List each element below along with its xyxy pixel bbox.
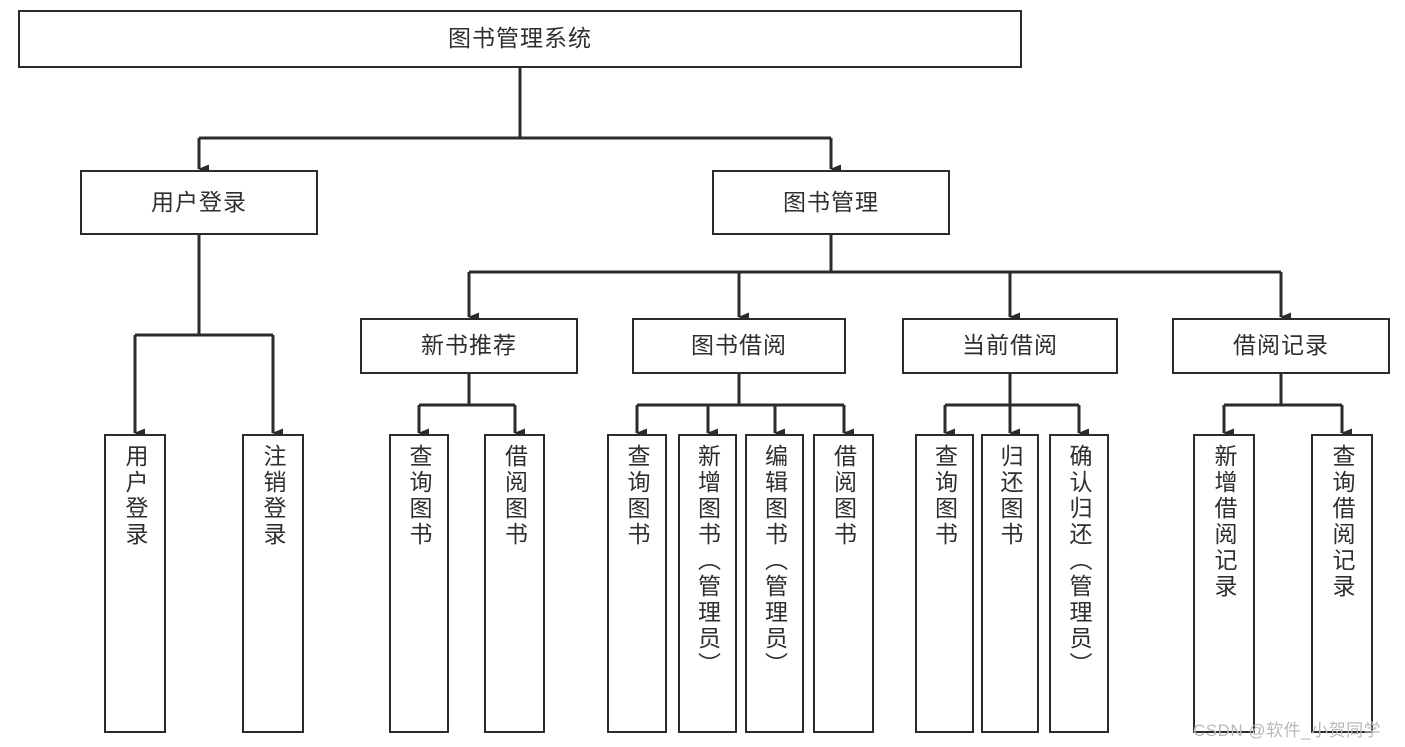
node-user-login[interactable]: 用户登录 xyxy=(80,170,318,235)
node-leaf-borrow-book-2[interactable]: 借阅图书 xyxy=(813,434,874,733)
node-label: 用户登录 xyxy=(151,188,247,215)
node-leaf-query-book-1[interactable]: 查询图书 xyxy=(389,434,449,733)
node-label: 用户登录 xyxy=(122,444,149,548)
node-label: 确认归还（管理员） xyxy=(1066,444,1093,678)
node-leaf-edit-book[interactable]: 编辑图书（管理员） xyxy=(745,434,804,733)
node-leaf-confirm-return[interactable]: 确认归还（管理员） xyxy=(1049,434,1109,733)
node-leaf-borrow-book-1[interactable]: 借阅图书 xyxy=(484,434,545,733)
node-label: 借阅图书 xyxy=(830,444,857,548)
node-label: 查询图书 xyxy=(406,444,433,548)
node-label: 查询图书 xyxy=(931,444,958,548)
node-new-book-rec[interactable]: 新书推荐 xyxy=(360,318,578,374)
node-label: 当前借阅 xyxy=(962,332,1058,359)
node-leaf-query-record[interactable]: 查询借阅记录 xyxy=(1311,434,1373,733)
node-label: 归还图书 xyxy=(997,444,1024,548)
node-leaf-logout[interactable]: 注销登录 xyxy=(242,434,304,733)
node-label: 图书借阅 xyxy=(691,332,787,359)
node-current-borrow[interactable]: 当前借阅 xyxy=(902,318,1118,374)
node-leaf-user-login[interactable]: 用户登录 xyxy=(104,434,166,733)
node-root[interactable]: 图书管理系统 xyxy=(18,10,1022,68)
node-label: 借阅图书 xyxy=(501,444,528,548)
node-leaf-query-book-3[interactable]: 查询图书 xyxy=(915,434,974,733)
node-leaf-add-record[interactable]: 新增借阅记录 xyxy=(1193,434,1255,733)
node-label: 图书管理 xyxy=(783,188,879,215)
node-label: 查询图书 xyxy=(624,444,651,548)
node-book-borrow[interactable]: 图书借阅 xyxy=(632,318,846,374)
node-leaf-add-book[interactable]: 新增图书（管理员） xyxy=(678,434,737,733)
node-label: 图书管理系统 xyxy=(448,25,592,52)
node-leaf-query-book-2[interactable]: 查询图书 xyxy=(607,434,667,733)
node-leaf-return-book[interactable]: 归还图书 xyxy=(981,434,1039,733)
csdn-watermark: CSDN @软件_小贺同学 xyxy=(1193,721,1382,740)
node-label: 查询借阅记录 xyxy=(1329,444,1356,600)
node-book-manage[interactable]: 图书管理 xyxy=(712,170,950,235)
node-label: 注销登录 xyxy=(260,444,287,548)
node-label: 新增图书（管理员） xyxy=(694,444,721,678)
node-label: 借阅记录 xyxy=(1233,332,1329,359)
node-borrow-record[interactable]: 借阅记录 xyxy=(1172,318,1390,374)
node-label: 编辑图书（管理员） xyxy=(761,444,788,678)
node-label: 新书推荐 xyxy=(421,332,517,359)
node-label: 新增借阅记录 xyxy=(1211,444,1238,600)
